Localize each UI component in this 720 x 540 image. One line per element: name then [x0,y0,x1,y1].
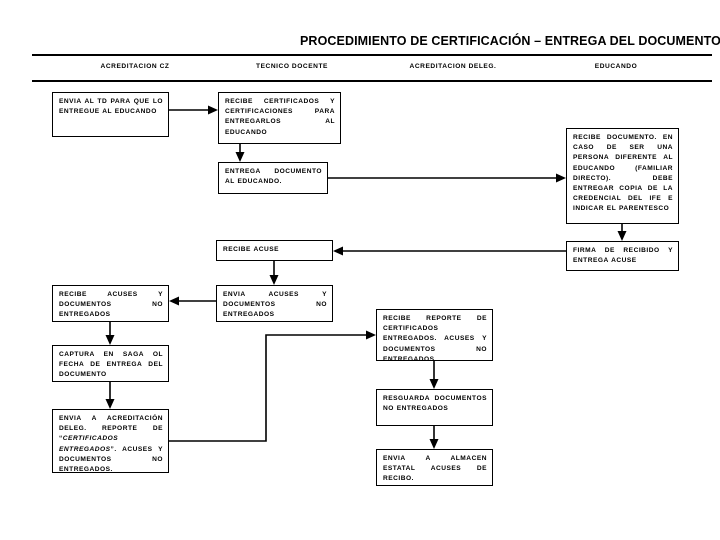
node-recibe-acuses[interactable]: RECIBE ACUSES Y DOCUMENTOS NO ENTREGADOS [52,285,169,322]
connector-recibe-reporte-to-resguarda-documentos [429,361,439,389]
connector-recibe-acuses-to-captura-saga [105,322,115,345]
node-entrega-documento[interactable]: ENTREGA DOCUMENTO AL EDUCANDO. [218,162,328,194]
header-divider-top [32,54,712,56]
node-text-fragment: CERTIFICADOS ENTREGADOS [59,435,119,453]
column-header-tecnico-docente: TECNICO DOCENTE [256,63,328,70]
column-header-educando: EDUCANDO [594,63,638,70]
node-recibe-certificados[interactable]: RECIBE CERTIFICADOS Y CERTIFICACIONES PA… [218,92,341,144]
node-text-fragment: ”. ACUSES Y DOCUMENTOS NO ENTREGADOS. [59,445,163,473]
header-divider-bottom [32,80,712,82]
node-recibe-documento[interactable]: RECIBE DOCUMENTO. EN CASO DE SER UNA PER… [566,128,679,224]
page-title: PROCEDIMIENTO DE CERTIFICACIÓN – ENTREGA… [300,34,720,48]
node-firma-recibido[interactable]: FIRMA DE RECIBIDO Y ENTREGA ACUSE [566,241,679,271]
connector-recibe-documento-to-firma-recibido [617,224,627,241]
node-envia-al-td[interactable]: ENVIA AL TD PARA QUE LO ENTREGUE AL EDUC… [52,92,169,137]
column-header-acreditacion-cz: ACREDITACION CZ [100,63,170,70]
column-header-acreditacion-deleg: ACREDITACION DELEG. [409,63,497,70]
node-recibe-acuse[interactable]: RECIBE ACUSE [216,240,333,261]
connector-envia-al-td-to-recibe-certificados [169,105,218,115]
node-envia-almacen[interactable]: ENVIA A ALMACEN ESTATAL ACUSES DE RECIBO… [376,449,493,486]
connector-entrega-documento-to-recibe-documento [328,173,566,183]
connector-recibe-certificados-to-entrega-documento [235,144,245,162]
connector-recibe-acuse-to-envia-acuses [269,261,279,285]
node-envia-acreditacion-deleg[interactable]: ENVIA A ACREDITACIÓN DELEG. REPORTE DE “… [52,409,169,473]
node-resguarda-documentos[interactable]: RESGUARDA DOCUMENTOS NO ENTREGADOS [376,389,493,426]
node-captura-saga[interactable]: CAPTURA EN SAGA OL FECHA DE ENTREGA DEL … [52,345,169,382]
connector-envia-acreditacion-deleg-to-recibe-reporte [169,330,376,442]
connector-envia-acuses-to-recibe-acuses [169,296,216,306]
node-text-fragment: ENVIA A ACREDITACIÓN DELEG. REPORTE DE “ [59,415,163,443]
node-recibe-reporte[interactable]: RECIBE REPORTE DE CERTIFICADOS ENTREGADO… [376,309,493,361]
connector-resguarda-documentos-to-envia-almacen [429,426,439,449]
node-envia-acuses[interactable]: ENVIA ACUSES Y DOCUMENTOS NO ENTREGADOS [216,285,333,322]
connector-captura-saga-to-envia-acreditacion-deleg [105,382,115,409]
connector-firma-recibido-to-recibe-acuse [333,246,566,256]
